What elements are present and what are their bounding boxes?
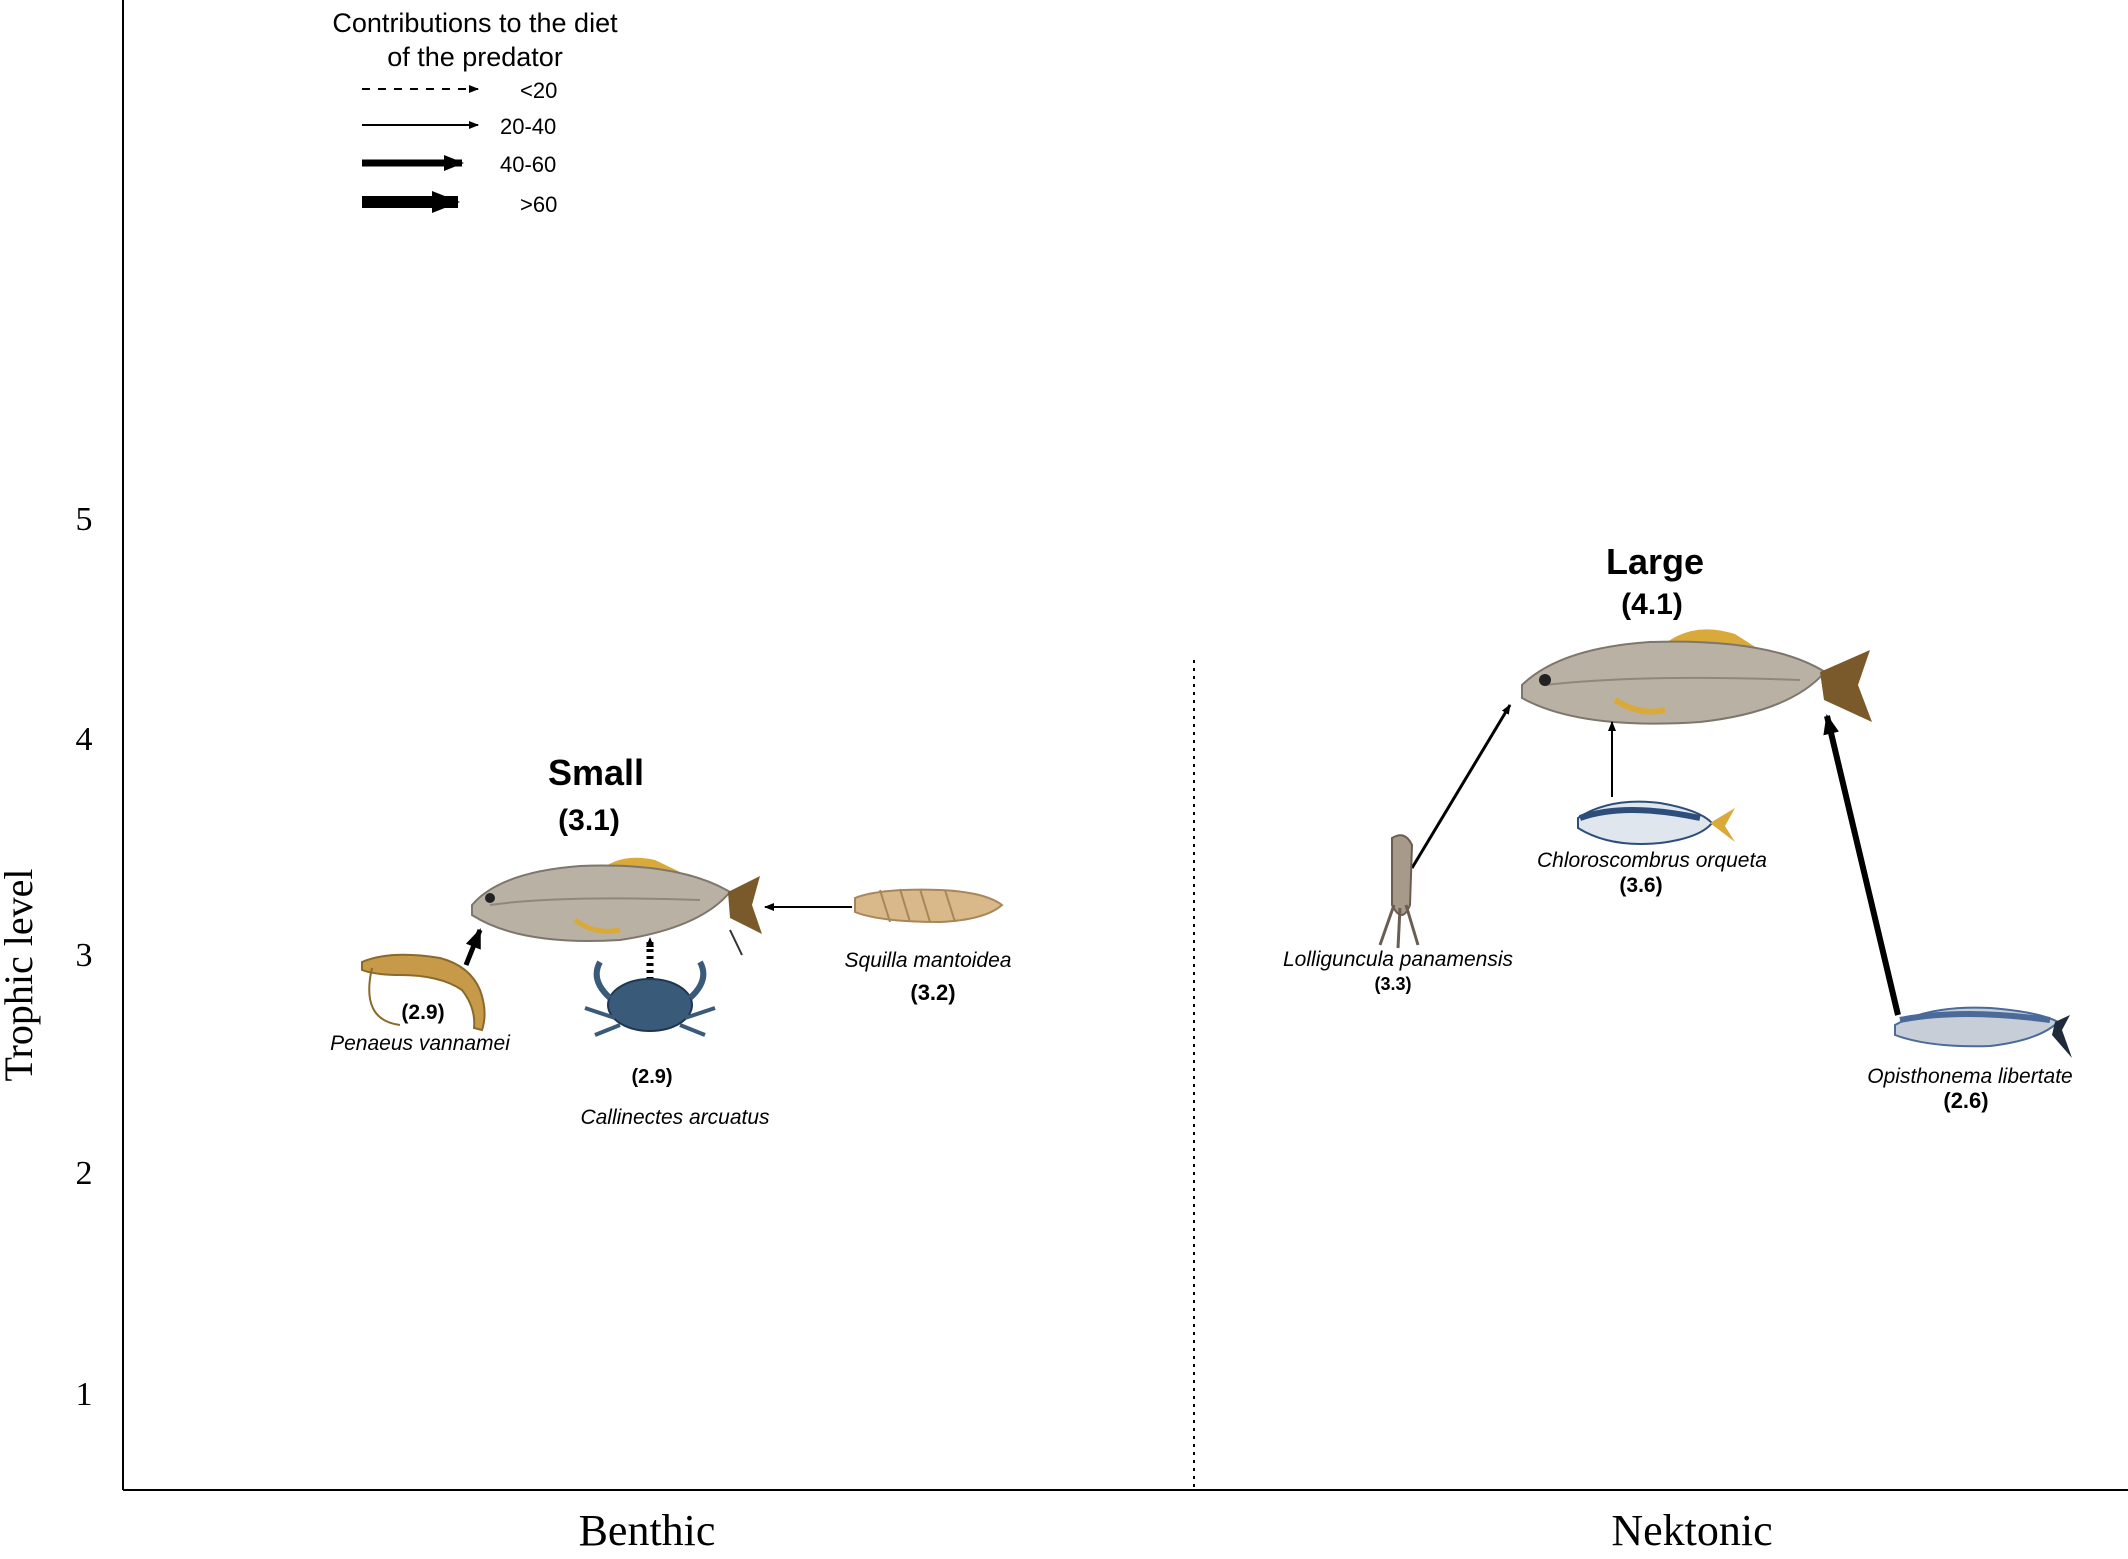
predator-small-label: Small bbox=[548, 752, 644, 793]
y-tick-label: 2 bbox=[76, 1155, 93, 1192]
predator-small-value: (3.1) bbox=[558, 804, 620, 837]
y-tick-label: 4 bbox=[76, 721, 93, 758]
bumper-fish-icon bbox=[1577, 800, 1735, 845]
x-category-benthic: Benthic bbox=[579, 1506, 716, 1555]
prey-value: (3.6) bbox=[1619, 874, 1662, 897]
corvina-fish-large-icon bbox=[1521, 629, 1872, 725]
prey-name: Penaeus vannamei bbox=[330, 1032, 511, 1055]
shrimp-icon bbox=[361, 953, 486, 1032]
legend-label: <20 bbox=[520, 78, 557, 103]
prey-value: (3.2) bbox=[910, 980, 955, 1005]
x-category-nektonic: Nektonic bbox=[1611, 1506, 1772, 1555]
prey-name: Opisthonema libertate bbox=[1867, 1065, 2072, 1088]
mantis-shrimp-icon bbox=[854, 888, 1004, 924]
arrow-opisthonema-to-large bbox=[1823, 714, 1901, 1016]
predator-small: Small (3.1) bbox=[471, 752, 762, 956]
predator-large-value: (4.1) bbox=[1621, 588, 1683, 621]
legend-label: >60 bbox=[520, 192, 557, 217]
crab-icon bbox=[584, 960, 716, 1037]
predator-large-label: Large bbox=[1606, 541, 1704, 582]
y-tick-label: 1 bbox=[76, 1376, 93, 1413]
squid-icon bbox=[1378, 834, 1420, 949]
predator-large: Large (4.1) bbox=[1521, 541, 1872, 725]
y-tick-label: 3 bbox=[76, 937, 93, 974]
legend-label: 40-60 bbox=[500, 152, 556, 177]
axes bbox=[122, 0, 2128, 1491]
herring-icon bbox=[1894, 1006, 2072, 1058]
prey-value: (2.9) bbox=[631, 1066, 672, 1088]
corvina-fish-small-icon bbox=[471, 857, 762, 942]
legend-title-line1: Contributions to the diet bbox=[332, 8, 618, 38]
legend-title-line2: of the predator bbox=[387, 42, 563, 72]
arrow-penaeus-to-small bbox=[463, 928, 483, 966]
y-tick-labels: 5 4 3 2 1 bbox=[76, 501, 93, 1413]
prey-name: Squilla mantoidea bbox=[845, 949, 1012, 972]
arrow-lolliguncula-to-large bbox=[1410, 704, 1512, 869]
legend-label: 20-40 bbox=[500, 114, 556, 139]
prey-value: (3.3) bbox=[1374, 974, 1411, 994]
y-tick-label: 5 bbox=[76, 501, 93, 538]
predator-small-whisker bbox=[729, 929, 743, 956]
prey-value: (2.6) bbox=[1943, 1088, 1988, 1113]
prey-name: Lolliguncula panamensis bbox=[1283, 948, 1513, 971]
prey-value: (2.9) bbox=[401, 1001, 444, 1024]
legend: Contributions to the diet of the predato… bbox=[332, 8, 618, 217]
prey-name: Chloroscombrus orqueta bbox=[1537, 849, 1767, 872]
y-axis-label: Trophic level bbox=[0, 869, 41, 1082]
prey-name: Callinectes arcuatus bbox=[580, 1106, 770, 1129]
